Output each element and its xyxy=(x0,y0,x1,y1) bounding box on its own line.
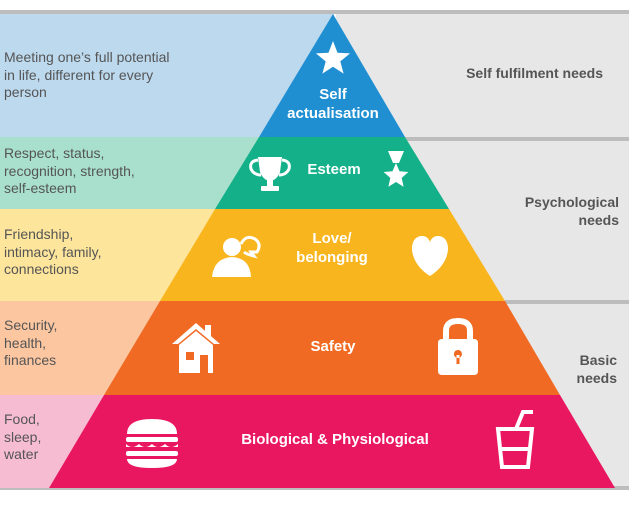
padlock-icon xyxy=(438,317,478,375)
trophy-icon xyxy=(249,157,291,191)
band-safety xyxy=(0,301,160,395)
medal-icon xyxy=(383,151,409,187)
tier-biological xyxy=(49,395,615,488)
tier-love-belonging xyxy=(160,209,505,301)
band-love-belonging xyxy=(0,209,215,301)
tier-self-actualisation xyxy=(259,14,405,137)
category-label-psychological: Psychological needs xyxy=(524,194,619,228)
tier-label-love-belonging: Love/ belonging xyxy=(296,230,368,266)
drink-icon xyxy=(495,410,535,469)
description-safety: Security, health, finances xyxy=(4,317,58,368)
tier-label-safety: Safety xyxy=(310,338,356,355)
band-biological xyxy=(0,395,104,488)
star-icon xyxy=(315,41,351,74)
description-love-belonging: Friendship, intimacy, family, connection… xyxy=(4,226,102,277)
category-label-basic: Basic needs xyxy=(576,352,617,386)
description-biological: Food, sleep, water xyxy=(4,411,42,462)
description-esteem: Respect, status, recognition, strength, … xyxy=(4,145,135,196)
description-self-actualisation: Meeting one’s full potential in life, di… xyxy=(4,49,170,100)
burger-icon xyxy=(126,419,178,468)
heart-icon xyxy=(411,236,449,276)
category-label-self-fulfilment: Self fulfilment needs xyxy=(466,65,603,81)
band-esteem xyxy=(0,137,259,209)
top-divider xyxy=(0,10,629,14)
tier-label-biological: Biological & Physiological xyxy=(241,431,429,448)
category-divider-1 xyxy=(400,137,629,141)
house-icon xyxy=(172,323,220,373)
tier-label-esteem: Esteem xyxy=(307,161,361,178)
category-divider-2 xyxy=(505,300,629,304)
person-icon xyxy=(212,235,261,277)
tier-label-self-actualisation: Self actualisation xyxy=(287,86,379,122)
band-self-actualisation xyxy=(0,14,334,137)
